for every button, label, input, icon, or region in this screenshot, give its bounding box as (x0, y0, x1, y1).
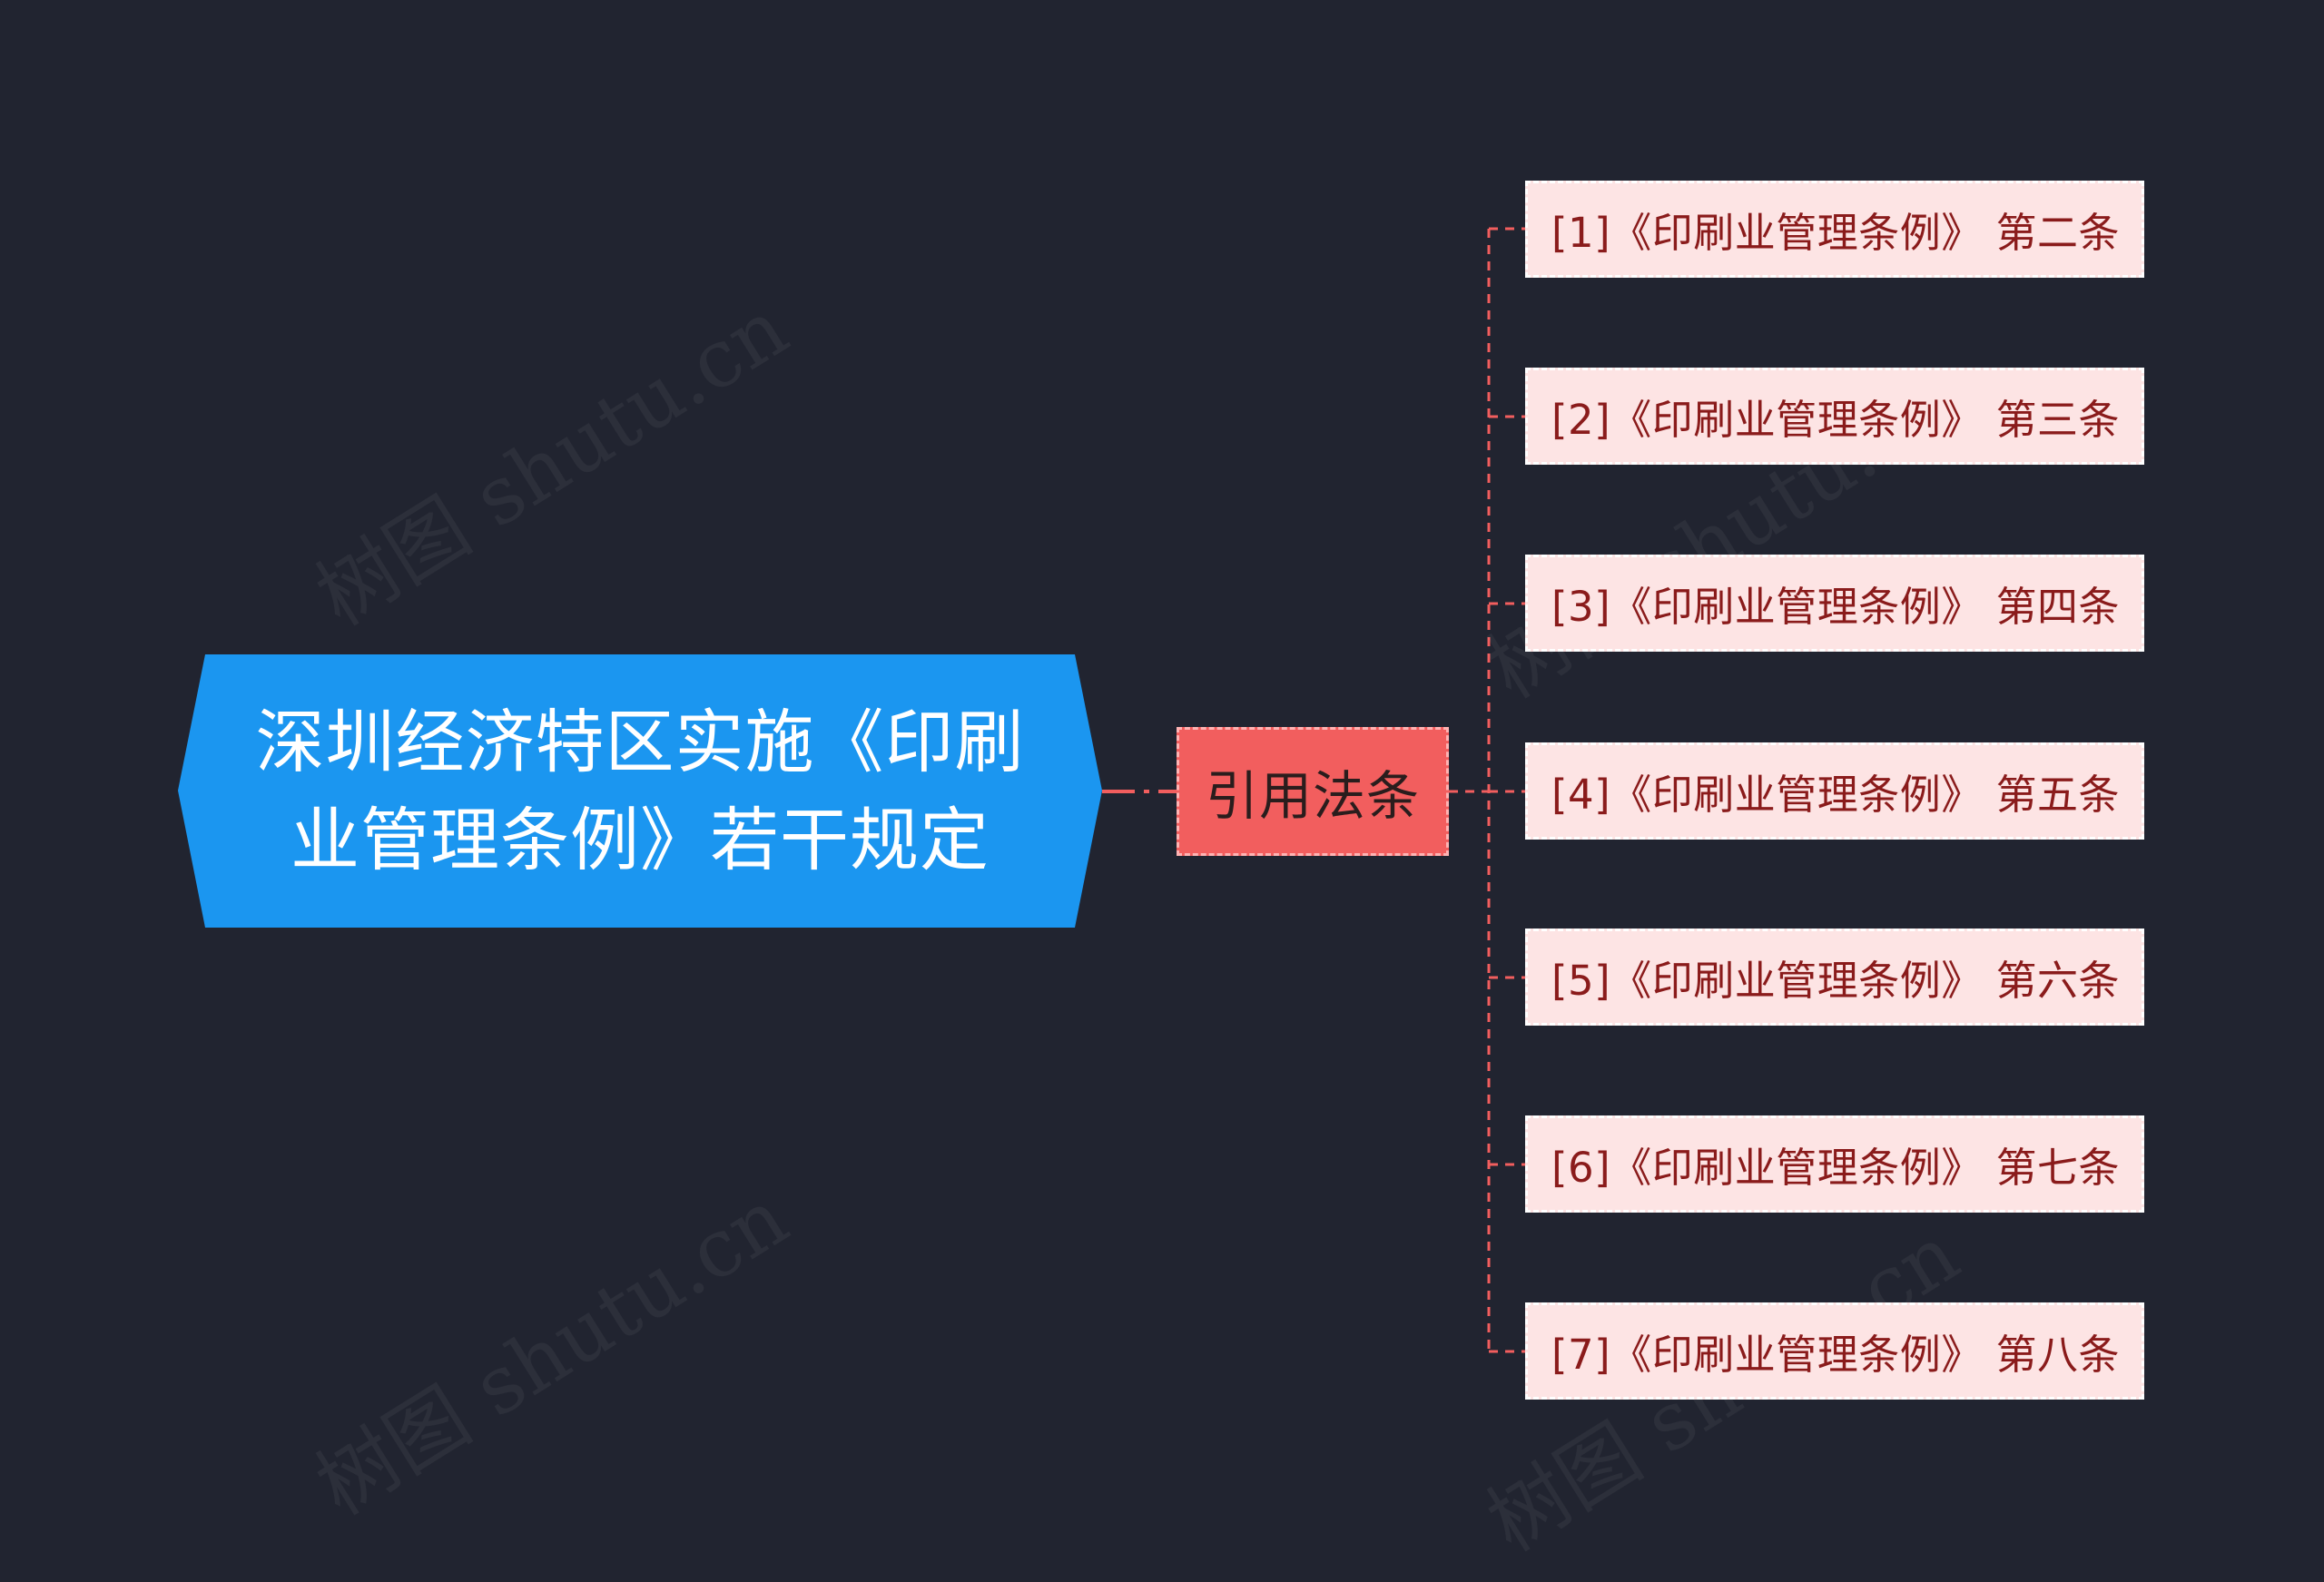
leaf-node-label: [1]《印刷业管理条例》 第二条 (1551, 209, 2121, 257)
branch-node-label: 引用法条 (1205, 765, 1420, 827)
leaf-node[interactable]: [3]《印刷业管理条例》 第四条 (1525, 555, 2144, 652)
leaf-node-label: [5]《印刷业管理条例》 第六条 (1551, 957, 2121, 1005)
leaf-node[interactable]: [2]《印刷业管理条例》 第三条 (1525, 368, 2144, 465)
leaf-node[interactable]: [5]《印刷业管理条例》 第六条 (1525, 929, 2144, 1026)
branch-node-cited-articles[interactable]: 引用法条 (1177, 727, 1449, 856)
leaf-node[interactable]: [4]《印刷业管理条例》 第五条 (1525, 742, 2144, 840)
leaf-node-label: [3]《印刷业管理条例》 第四条 (1551, 583, 2121, 631)
leaf-node-label: [4]《印刷业管理条例》 第五条 (1551, 771, 2121, 819)
leaf-node-label: [6]《印刷业管理条例》 第七条 (1551, 1144, 2121, 1192)
leaf-node[interactable]: [7]《印刷业管理条例》 第八条 (1525, 1302, 2144, 1400)
leaf-node[interactable]: [1]《印刷业管理条例》 第二条 (1525, 181, 2144, 278)
leaf-node-label: [2]《印刷业管理条例》 第三条 (1551, 396, 2121, 444)
leaf-node-label: [7]《印刷业管理条例》 第八条 (1551, 1331, 2121, 1379)
root-topic-label: 深圳经济特区实施《印刷业管理条例》若干规定 (255, 701, 1025, 880)
root-topic-node[interactable]: 深圳经济特区实施《印刷业管理条例》若干规定 (178, 654, 1102, 928)
leaf-node[interactable]: [6]《印刷业管理条例》 第七条 (1525, 1115, 2144, 1213)
